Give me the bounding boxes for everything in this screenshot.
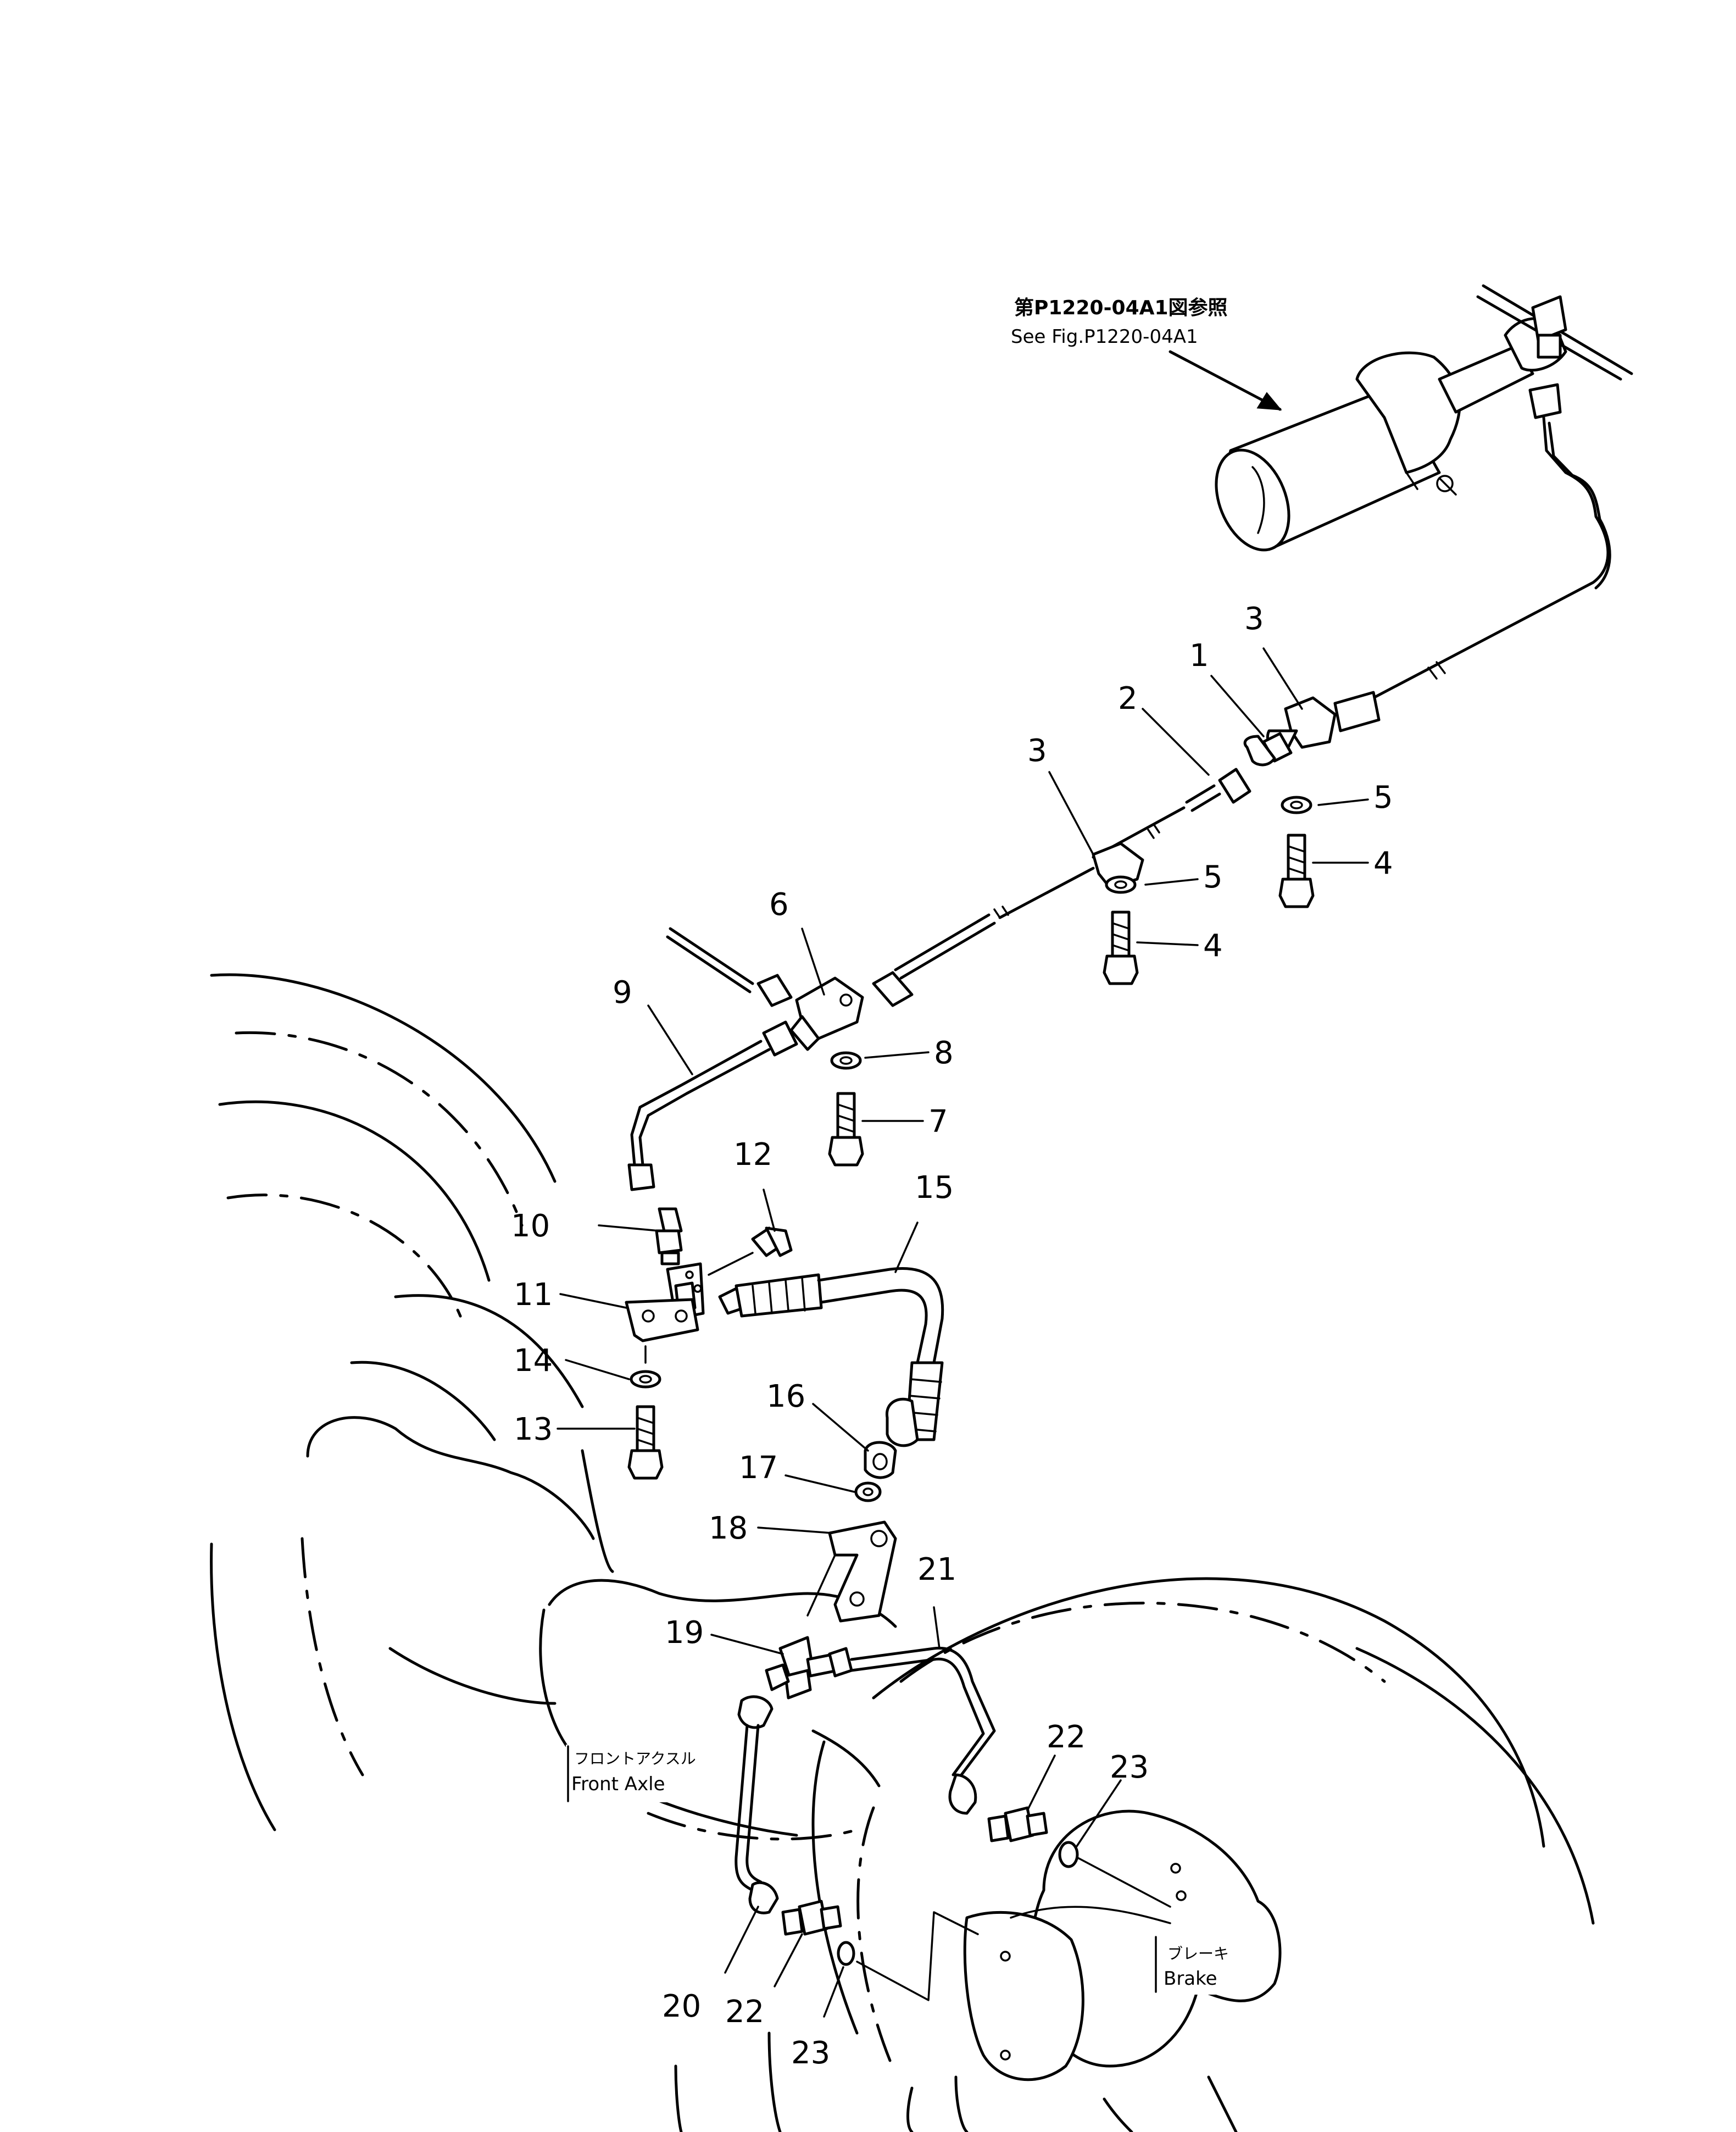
callout-9: 9 <box>613 975 632 1011</box>
callout-numbers: 1 2 3 3 5 5 4 4 6 8 7 9 12 15 10 11 14 1… <box>511 601 1393 2071</box>
connector-22-left <box>781 1900 842 1936</box>
callout-20: 20 <box>662 1989 701 2024</box>
callout-4-middle: 4 <box>1203 928 1223 964</box>
pipe-9 <box>627 1020 798 1191</box>
right-tire-outline <box>674 1577 1595 2132</box>
callout-3-upper: 3 <box>1244 601 1264 637</box>
connector-22-right <box>987 1806 1048 1842</box>
oring-23-left <box>837 1941 855 1966</box>
pipe-to-tee <box>872 913 996 1007</box>
callout-19: 19 <box>665 1615 704 1651</box>
brake-caliper <box>963 1809 1282 2081</box>
brake-booster-assembly <box>1215 284 1633 552</box>
callout-8: 8 <box>934 1035 954 1071</box>
callout-16: 16 <box>766 1379 805 1414</box>
figure-reference-note: 第P1220-04A1図参照 See Fig.P1220-04A1 <box>1011 297 1282 411</box>
callout-17: 17 <box>739 1450 778 1486</box>
tee-6 <box>666 927 864 1167</box>
callout-23-left: 23 <box>791 2035 830 2071</box>
callout-12: 12 <box>733 1137 772 1173</box>
main-brake-pipe <box>1333 383 1611 732</box>
callout-18: 18 <box>709 1511 748 1546</box>
brake-line-zigzag <box>856 1856 1171 2001</box>
front-axle-label: フロントアクスル Front Axle <box>566 1745 700 1802</box>
callout-7: 7 <box>928 1104 948 1140</box>
callout-5-middle: 5 <box>1203 859 1223 895</box>
callout-2: 2 <box>1118 681 1138 717</box>
front-axle-housing <box>210 1416 897 1841</box>
callout-6: 6 <box>769 887 789 923</box>
callout-3-middle: 3 <box>1027 733 1047 769</box>
pipe-21 <box>850 1646 996 1815</box>
hose-15 <box>718 1267 944 1447</box>
fitting-1 <box>1243 732 1293 767</box>
bracket-18 <box>806 1520 897 1623</box>
callout-15: 15 <box>915 1170 954 1206</box>
brake-label-en: Brake <box>1164 1968 1217 1990</box>
callout-5-upper: 5 <box>1373 780 1393 815</box>
figure-reference-jp: 第P1220-04A1図参照 <box>1014 297 1228 319</box>
washer-17 <box>854 1481 882 1502</box>
callout-22-left: 22 <box>725 1994 764 2030</box>
clip-upper <box>1266 696 1337 908</box>
callout-1: 1 <box>1189 638 1209 674</box>
callout-14: 14 <box>514 1343 553 1379</box>
pipe-20 <box>735 1695 779 1914</box>
brake-label-jp: ブレーキ <box>1167 1945 1229 1963</box>
nut-16 <box>864 1441 897 1479</box>
callout-10: 10 <box>511 1208 550 1244</box>
connector-10 <box>655 1207 683 1265</box>
callout-4-upper: 4 <box>1373 846 1393 881</box>
callout-22-right: 22 <box>1047 1719 1086 1755</box>
callout-21: 21 <box>917 1552 956 1587</box>
callout-23-right: 23 <box>1110 1750 1149 1785</box>
brake-label: ブレーキ Brake <box>1154 1934 1231 1995</box>
callout-11: 11 <box>514 1277 553 1313</box>
adapter-12 <box>708 1226 793 1276</box>
front-axle-label-jp: フロントアクスル <box>574 1750 696 1768</box>
front-axle-label-en: Front Axle <box>571 1773 665 1795</box>
oring-23-right <box>1058 1841 1079 1868</box>
leader-lines <box>557 647 1369 2018</box>
bracket-11 <box>625 1262 705 1480</box>
callout-13: 13 <box>514 1412 553 1447</box>
left-tire-outline <box>210 973 584 1441</box>
figure-reference-en: See Fig.P1220-04A1 <box>1011 326 1198 348</box>
clip-middle <box>993 842 1144 985</box>
tee-19 <box>765 1636 853 1700</box>
